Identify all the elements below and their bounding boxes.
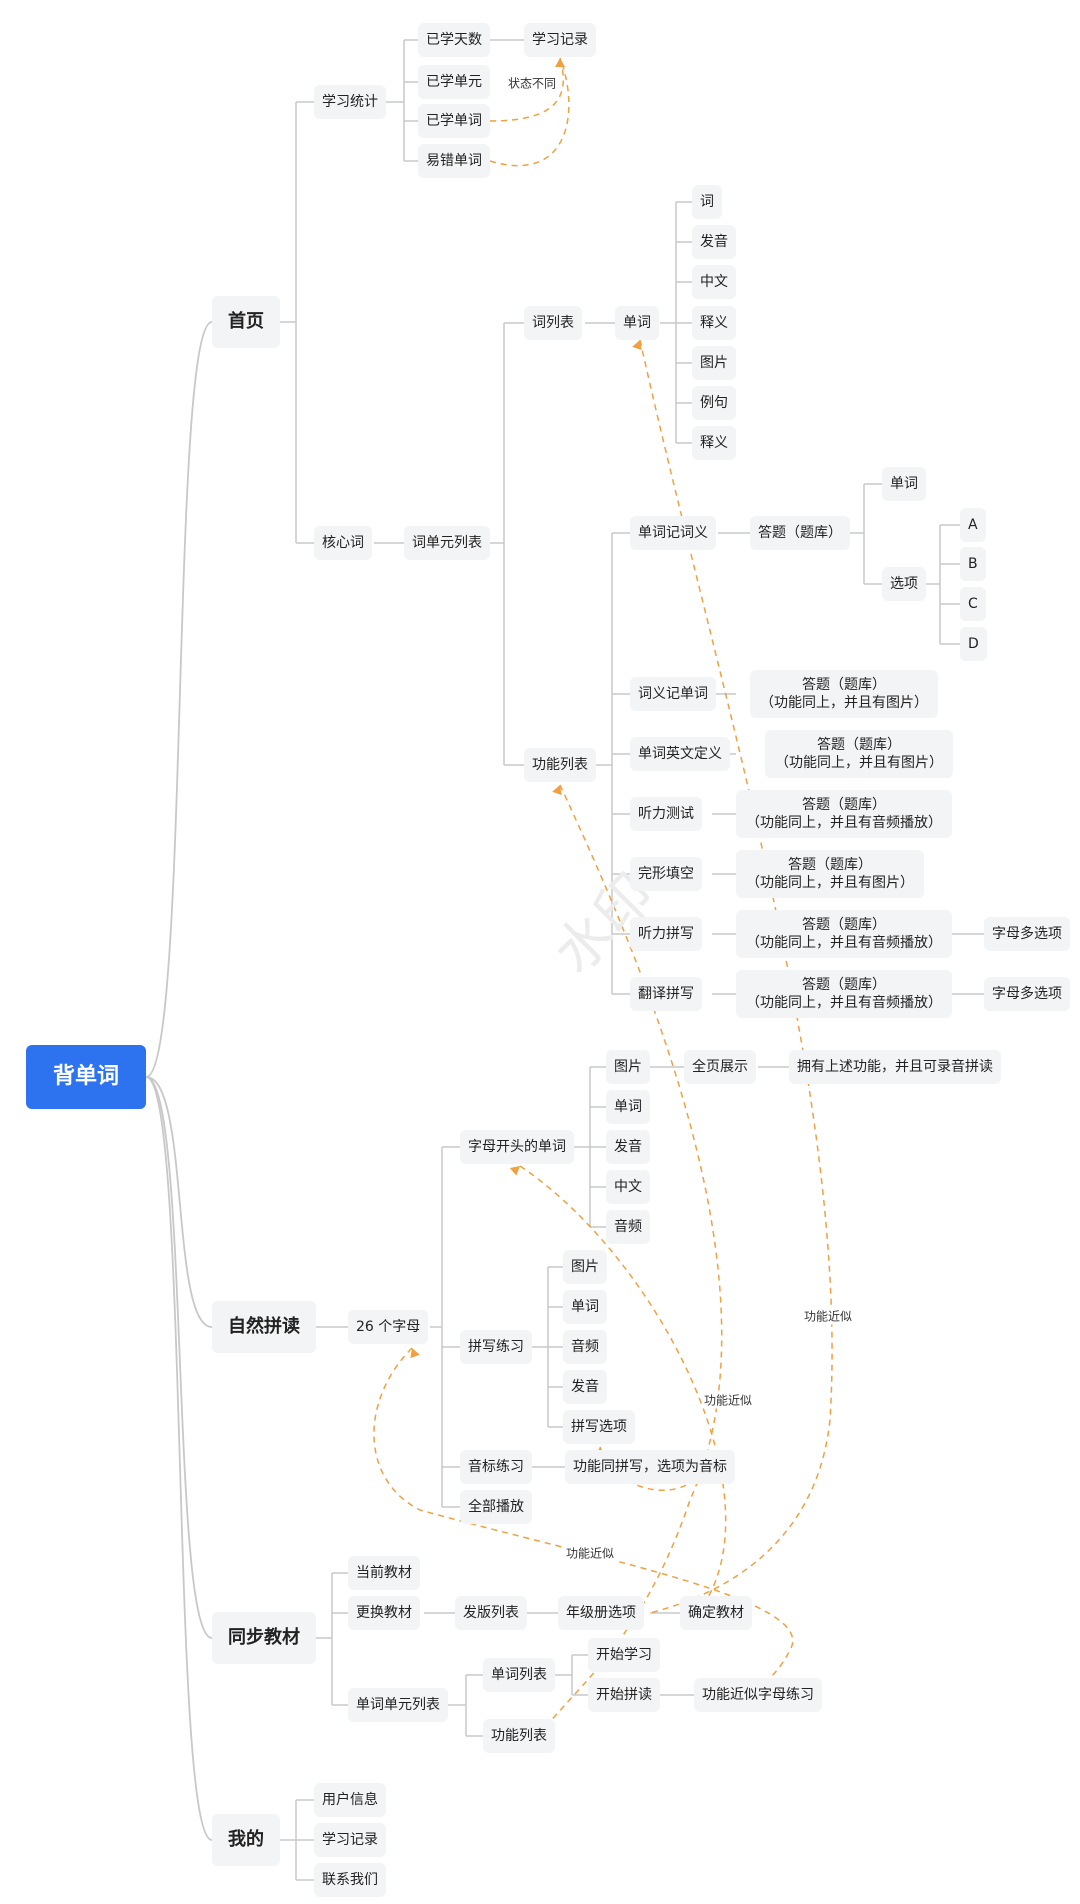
node-fn-detail-5[interactable]: 答题（题库） （功能同上，并且有图片） — [736, 850, 924, 898]
node-change-book[interactable]: 更换教材 — [348, 1596, 420, 1630]
node-field-pron[interactable]: 发音 — [692, 225, 736, 259]
node-phonics[interactable]: 自然拼读 — [212, 1301, 316, 1353]
node-tb-function-list[interactable]: 功能列表 — [483, 1719, 555, 1753]
node-mine[interactable]: 我的 — [212, 1814, 280, 1866]
node-lw-audio[interactable]: 音频 — [606, 1210, 650, 1244]
node-start-learning[interactable]: 开始学习 — [588, 1638, 660, 1672]
node-fn-detail-3[interactable]: 答题（题库） （功能同上，并且有图片） — [765, 730, 953, 778]
node-lw-word[interactable]: 单词 — [606, 1090, 650, 1124]
node-quiz-word[interactable]: 单词 — [882, 467, 926, 501]
node-sp-word[interactable]: 单词 — [563, 1290, 607, 1324]
node-option-d[interactable]: D — [960, 627, 987, 661]
node-fn-listen-spell[interactable]: 听力拼写 — [630, 917, 702, 951]
node-option-a[interactable]: A — [960, 508, 986, 542]
node-letter-options-1[interactable]: 字母多选项 — [984, 917, 1070, 951]
node-field-image[interactable]: 图片 — [692, 346, 736, 380]
node-phonetic-detail[interactable]: 功能同拼写，选项为音标 — [565, 1450, 735, 1484]
root-branch — [145, 321, 213, 1078]
node-fn-listening[interactable]: 听力测试 — [630, 797, 702, 831]
node-fn-detail-6[interactable]: 答题（题库） （功能同上，并且有音频播放） — [736, 910, 952, 958]
dashed-link-similar-3 — [373, 1347, 794, 1696]
arrowhead — [410, 1348, 420, 1359]
node-fn-detail-4[interactable]: 答题（题库） （功能同上，并且有音频播放） — [736, 790, 952, 838]
node-quiz-options[interactable]: 选项 — [882, 567, 926, 601]
dashed-link-function-list — [539, 784, 723, 1737]
node-days-learned[interactable]: 已学天数 — [418, 23, 490, 57]
node-core-words[interactable]: 核心词 — [314, 526, 372, 560]
node-fn-detail-2[interactable]: 答题（题库） （功能同上，并且有图片） — [750, 670, 938, 718]
node-textbook[interactable]: 同步教材 — [212, 1612, 316, 1664]
node-words-learned[interactable]: 已学单词 — [418, 104, 490, 138]
root-node[interactable]: 背单词 — [26, 1045, 146, 1109]
node-function-list[interactable]: 功能列表 — [524, 748, 596, 782]
node-units-learned[interactable]: 已学单元 — [418, 65, 490, 99]
dashed-link-similar-2 — [519, 1165, 727, 1611]
node-field-chinese[interactable]: 中文 — [692, 265, 736, 299]
node-fn-english-def[interactable]: 单词英文定义 — [630, 737, 730, 771]
node-current-book[interactable]: 当前教材 — [348, 1556, 420, 1590]
node-fn-translate-spell[interactable]: 翻译拼写 — [630, 977, 702, 1011]
node-field-example[interactable]: 例句 — [692, 386, 736, 420]
node-letter-options-2[interactable]: 字母多选项 — [984, 977, 1070, 1011]
node-unit-list[interactable]: 单词单元列表 — [348, 1688, 448, 1722]
node-play-all[interactable]: 全部播放 — [460, 1490, 532, 1524]
node-editions[interactable]: 发版列表 — [455, 1596, 527, 1630]
node-contact[interactable]: 联系我们 — [314, 1863, 386, 1897]
node-study-stats[interactable]: 学习统计 — [314, 85, 386, 119]
node-fn-cloze[interactable]: 完形填空 — [630, 857, 702, 891]
arrowhead — [552, 785, 562, 796]
node-user-info[interactable]: 用户信息 — [314, 1783, 386, 1817]
root-branch — [145, 1076, 213, 1639]
node-phonetic[interactable]: 音标练习 — [460, 1450, 532, 1484]
dashed-link-similar-1 — [639, 339, 833, 1614]
node-sp-options[interactable]: 拼写选项 — [563, 1410, 635, 1444]
annotation-similar-1: 功能近似 — [801, 1307, 855, 1325]
node-sp-audio[interactable]: 音频 — [563, 1330, 607, 1364]
arrowhead — [555, 58, 565, 67]
node-grades[interactable]: 年级册选项 — [558, 1596, 644, 1630]
node-home[interactable]: 首页 — [212, 296, 280, 348]
node-option-b[interactable]: B — [960, 547, 986, 581]
node-mine-record[interactable]: 学习记录 — [314, 1823, 386, 1857]
dashed-link-words — [489, 57, 564, 122]
root-branch — [145, 1076, 213, 1841]
node-fn-word-meaning[interactable]: 单词记词义 — [630, 516, 716, 550]
dashed-link-errors — [489, 57, 570, 167]
node-fn-quiz[interactable]: 答题（题库） — [750, 516, 850, 550]
node-fn-detail-7[interactable]: 答题（题库） （功能同上，并且有音频播放） — [736, 970, 952, 1018]
node-lw-image[interactable]: 图片 — [606, 1050, 650, 1084]
arrowhead — [509, 1166, 520, 1176]
node-full-page[interactable]: 全页展示 — [684, 1050, 756, 1084]
node-word-list[interactable]: 词列表 — [524, 306, 582, 340]
node-field-meaning[interactable]: 释义 — [692, 306, 736, 340]
root-branch — [145, 1076, 213, 1328]
annotation-similar-2: 功能近似 — [701, 1391, 755, 1409]
arrowhead — [632, 340, 642, 351]
node-study-record[interactable]: 学习记录 — [524, 23, 596, 57]
node-26-letters[interactable]: 26 个字母 — [348, 1310, 429, 1344]
node-word[interactable]: 单词 — [615, 306, 659, 340]
node-letter-words[interactable]: 字母开头的单词 — [460, 1130, 574, 1164]
node-confirm-book[interactable]: 确定教材 — [680, 1596, 752, 1630]
node-lw-chinese[interactable]: 中文 — [606, 1170, 650, 1204]
node-phonics-note[interactable]: 功能近似字母练习 — [694, 1678, 822, 1712]
node-field-word[interactable]: 词 — [692, 185, 722, 219]
node-full-page-detail[interactable]: 拥有上述功能，并且可录音拼读 — [789, 1050, 1001, 1084]
node-option-c[interactable]: C — [960, 587, 986, 621]
node-error-words[interactable]: 易错单词 — [418, 144, 490, 178]
node-word-unit-list[interactable]: 词单元列表 — [404, 526, 490, 560]
node-lw-pron[interactable]: 发音 — [606, 1130, 650, 1164]
node-sp-pron[interactable]: 发音 — [563, 1370, 607, 1404]
annotation-similar-3: 功能近似 — [563, 1544, 617, 1562]
node-fn-meaning-word[interactable]: 词义记单词 — [630, 677, 716, 711]
node-start-phonics[interactable]: 开始拼读 — [588, 1678, 660, 1712]
annotation-state-diff: 状态不同 — [505, 74, 559, 92]
node-field-meaning-2[interactable]: 释义 — [692, 426, 736, 460]
node-spelling[interactable]: 拼写练习 — [460, 1330, 532, 1364]
node-tb-word-list[interactable]: 单词列表 — [483, 1658, 555, 1692]
node-sp-image[interactable]: 图片 — [563, 1250, 607, 1284]
